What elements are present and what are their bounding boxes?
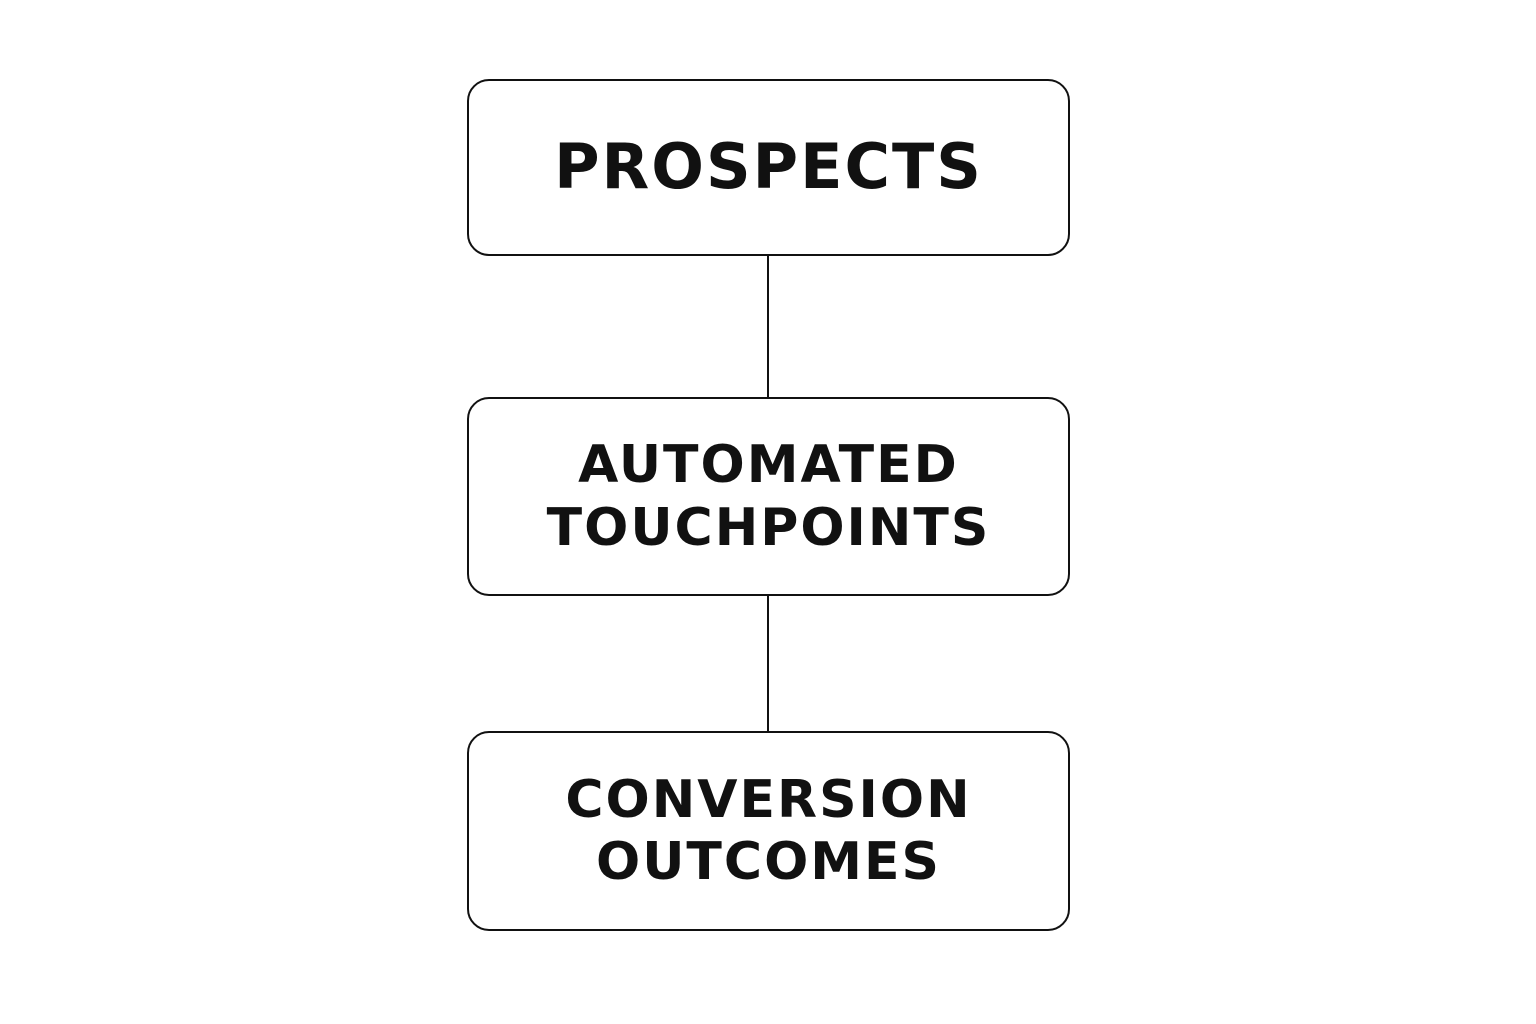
connector-touchpoints-to-outcomes (767, 596, 769, 731)
node-prospects-label: PROSPECTS (554, 130, 983, 204)
node-automated-touchpoints: AUTOMATED TOUCHPOINTS (467, 397, 1070, 596)
connector-prospects-to-touchpoints (767, 256, 769, 397)
node-automated-touchpoints-label-line-1: AUTOMATED (578, 435, 959, 496)
node-conversion-outcomes-label-line-2: OUTCOMES (596, 832, 941, 892)
node-prospects: PROSPECTS (467, 79, 1070, 256)
node-automated-touchpoints-label-line-2: TOUCHPOINTS (546, 497, 991, 558)
node-conversion-outcomes: CONVERSION OUTCOMES (467, 731, 1070, 931)
node-conversion-outcomes-label-line-1: CONVERSION (565, 769, 972, 830)
